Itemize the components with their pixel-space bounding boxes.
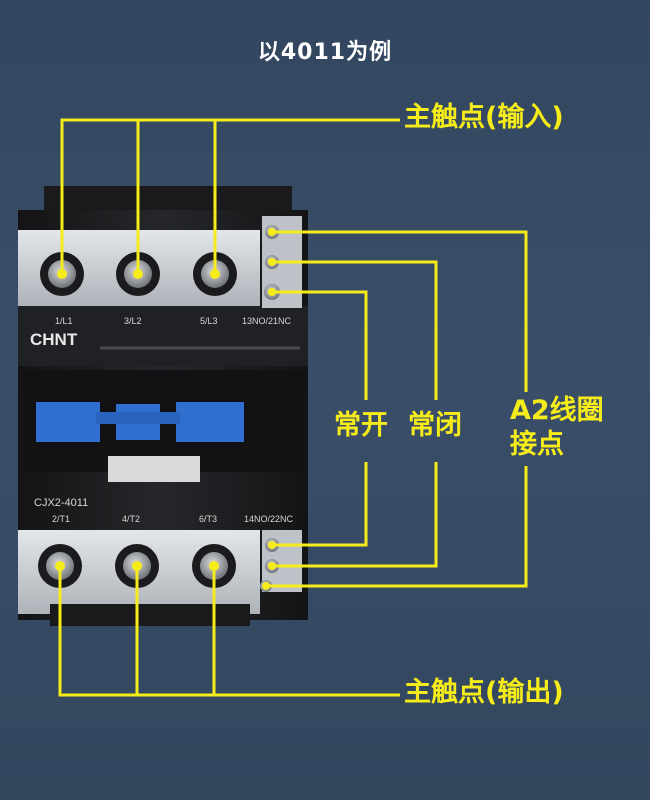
brand-logo: CHNT bbox=[30, 330, 78, 349]
leader-a2-top bbox=[272, 230, 528, 392]
terminal-label-1-l1: 1/L1 bbox=[55, 316, 73, 326]
label-window bbox=[108, 456, 200, 482]
annotation-dots bbox=[55, 228, 276, 590]
leader-output-t1 bbox=[58, 566, 400, 697]
leader-no-top bbox=[272, 290, 368, 400]
terminal-label-3-l2: 3/L2 bbox=[124, 316, 142, 326]
leader-nc-top bbox=[272, 260, 438, 400]
terminal-label-6-t3: 6/T3 bbox=[199, 514, 217, 524]
callout-main-input: 主触点(输入) bbox=[404, 102, 564, 133]
nameplate-strip bbox=[18, 306, 308, 366]
terminal-label-14no-22nc: 14NO/22NC bbox=[244, 514, 294, 524]
terminal-label-2-t1: 2/T1 bbox=[52, 514, 70, 524]
callout-coil-a2: A2线圈 接点 bbox=[510, 395, 604, 460]
leader-nc-bottom bbox=[272, 462, 438, 568]
terminal-label-13no-21nc: 13NO/21NC bbox=[242, 316, 292, 326]
leader-input-l1 bbox=[60, 118, 400, 274]
model-label: CJX2-4011 bbox=[34, 497, 88, 509]
terminal-label-5-l3: 5/L3 bbox=[200, 316, 218, 326]
bottom-back-plate bbox=[50, 604, 250, 626]
blue-actuator bbox=[36, 402, 244, 442]
page-title: 以4011为例 bbox=[257, 40, 393, 65]
leader-no-bottom bbox=[272, 462, 368, 547]
terminal-label-4-t2: 4/T2 bbox=[122, 514, 140, 524]
callout-normally-open: 常开 bbox=[334, 410, 388, 441]
annotation-lines bbox=[58, 118, 528, 697]
callout-main-output: 主触点(输出) bbox=[404, 677, 564, 708]
callout-normally-closed: 常闭 bbox=[408, 410, 462, 441]
leader-a2-bottom bbox=[266, 466, 528, 588]
